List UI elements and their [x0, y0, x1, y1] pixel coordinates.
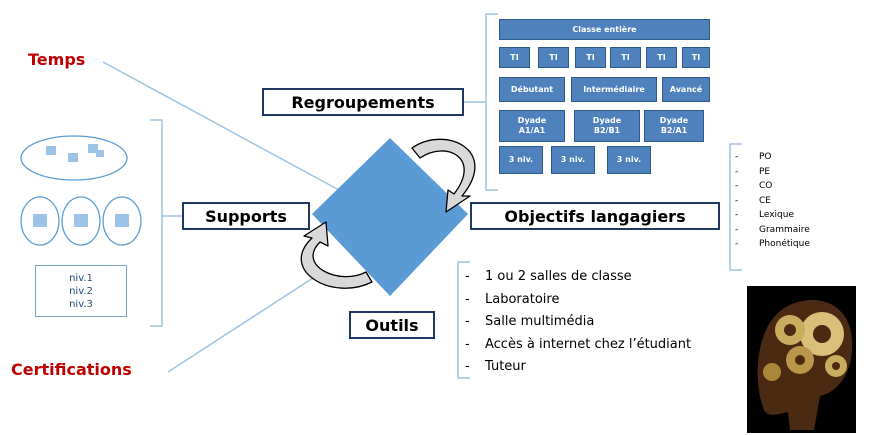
label-supports: Supports — [182, 202, 310, 230]
tool-item: Tuteur — [485, 359, 526, 374]
objectives-brace — [729, 143, 742, 271]
support-square — [33, 214, 47, 227]
gear-brain-icon — [747, 286, 856, 433]
objective-item: PE — [759, 166, 771, 177]
support-levels-box: niv.1 niv.2 niv.3 — [35, 265, 127, 317]
tool-item: Laboratoire — [485, 291, 560, 307]
support-square — [46, 146, 56, 155]
list-dash: - — [735, 239, 739, 249]
objective-item: Phonétique — [759, 239, 810, 249]
tools-list: -1 ou 2 salles de classe -Laboratoire -S… — [465, 266, 691, 379]
list-item: - CO — [735, 179, 810, 194]
list-item: -Accès à internet chez l’étudiant — [465, 334, 691, 357]
tool-item: 1 ou 2 salles de classe — [485, 269, 632, 284]
grouping-three-levels: 3 niv. — [551, 146, 595, 174]
grouping-whole-class: Classe entière — [499, 19, 710, 40]
objective-item: Grammaire — [759, 224, 810, 235]
tool-item: Accès à internet chez l’étudiant — [485, 336, 692, 352]
label-regroupements: Regroupements — [262, 88, 464, 116]
list-item: -Laboratoire — [465, 289, 691, 312]
dyad-title: Dyade — [517, 116, 547, 125]
tools-brace — [457, 261, 470, 379]
objective-item: CO — [759, 181, 773, 191]
list-item: - PO — [735, 150, 810, 165]
label-objectifs-langagiers: Objectifs langagiers — [470, 202, 720, 230]
dyad-levels: B2/B1 — [593, 126, 621, 135]
list-item: -1 ou 2 salles de classe — [465, 266, 691, 289]
support-square — [68, 153, 78, 162]
support-square — [74, 214, 88, 227]
objective-item: Lexique — [759, 210, 795, 220]
list-dash: - — [735, 152, 739, 162]
list-dash: - — [465, 314, 470, 329]
support-square — [88, 144, 98, 153]
list-item: - Grammaire — [735, 223, 810, 238]
support-square — [115, 214, 129, 227]
grouping-level-intermediate: Intermédiaire — [571, 77, 657, 102]
dyad-levels: A1/A1 — [518, 126, 546, 135]
support-level: niv.2 — [69, 285, 93, 297]
grouping-individual: TI — [575, 47, 606, 68]
list-item: - CE — [735, 194, 810, 209]
grouping-individual: TI — [538, 47, 569, 68]
list-dash: - — [465, 291, 470, 307]
grouping-individual: TI — [499, 47, 530, 68]
grouping-level-beginner: Débutant — [499, 77, 565, 102]
grouping-dyad: Dyade B2/A1 — [644, 110, 704, 142]
list-dash: - — [465, 359, 470, 374]
list-item: - Lexique — [735, 208, 810, 223]
supports-brace — [150, 119, 163, 327]
label-certifications: Certifications — [11, 360, 132, 379]
list-dash: - — [735, 181, 739, 191]
list-dash: - — [735, 210, 739, 220]
list-dash: - — [735, 166, 739, 177]
tool-item: Salle multimédia — [485, 314, 595, 329]
central-diamond — [312, 138, 468, 296]
list-item: -Tuteur — [465, 356, 691, 379]
list-item: -Salle multimédia — [465, 311, 691, 334]
objectives-list: - PO - PE - CO - CE - Lexique - Grammaire - Pho… — [735, 150, 810, 252]
grouping-individual: TI — [682, 47, 710, 68]
dyad-title: Dyade — [592, 116, 622, 125]
temps-connector-line — [102, 61, 351, 197]
grouping-individual: TI — [610, 47, 641, 68]
grouping-level-advanced: Avancé — [662, 77, 710, 102]
list-dash: - — [735, 224, 739, 235]
curved-arrow-top — [411, 138, 476, 213]
support-square — [96, 150, 104, 157]
label-outils: Outils — [349, 311, 435, 339]
list-dash: - — [465, 336, 470, 352]
list-item: - Phonétique — [735, 237, 810, 252]
list-dash: - — [465, 269, 470, 284]
objective-item: CE — [759, 195, 771, 206]
groupings-brace — [485, 13, 498, 191]
dyad-levels: B2/A1 — [660, 126, 688, 135]
objective-item: PO — [759, 152, 772, 162]
dyad-title: Dyade — [659, 116, 689, 125]
label-temps: Temps — [28, 50, 86, 69]
certifications-connector-line — [167, 275, 317, 373]
grouping-dyad: Dyade A1/A1 — [499, 110, 565, 142]
curved-arrow-bottom — [300, 221, 373, 289]
grouping-three-levels: 3 niv. — [499, 146, 543, 174]
support-level: niv.1 — [69, 272, 93, 284]
grouping-individual: TI — [646, 47, 677, 68]
grouping-dyad: Dyade B2/B1 — [574, 110, 640, 142]
grouping-three-levels: 3 niv. — [607, 146, 651, 174]
support-level: niv.3 — [69, 298, 93, 310]
list-dash: - — [735, 195, 739, 206]
list-item: - PE — [735, 165, 810, 180]
